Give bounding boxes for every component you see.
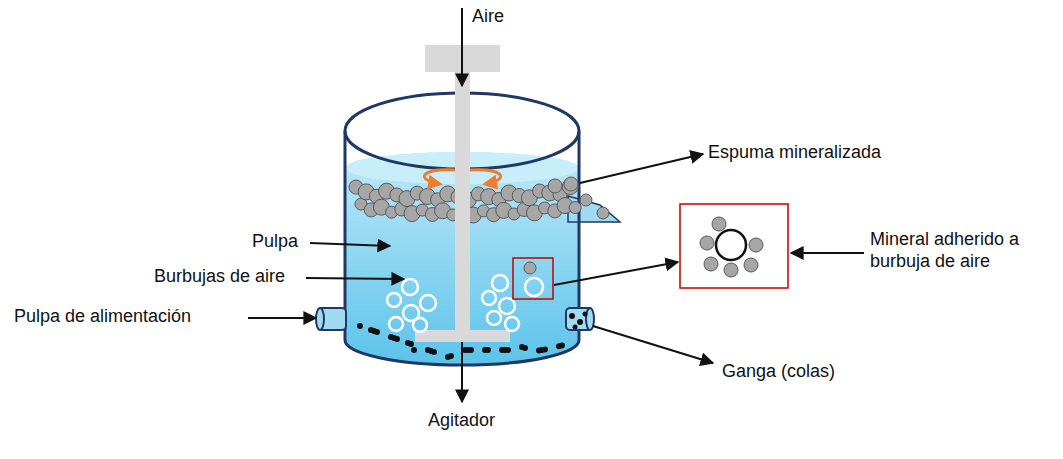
air-bubbles	[387, 275, 543, 332]
part-label: Ganga (colas)	[722, 361, 835, 383]
rotation-arrow	[424, 170, 455, 184]
tail-particles	[569, 312, 588, 330]
part-label: Pulpa	[252, 231, 298, 253]
mineral-particle	[524, 262, 536, 274]
froth-lip	[568, 196, 620, 222]
leader-arrows	[248, 8, 864, 402]
part-label: Burbujas de aire	[154, 266, 285, 288]
froth-particles	[349, 177, 609, 223]
part-label: Pulpa de alimentación	[14, 306, 191, 328]
zoom-box	[513, 258, 553, 299]
part-label: Agitador	[428, 410, 495, 432]
adhered-particles	[700, 217, 763, 277]
impeller	[415, 330, 510, 342]
rotation-arrow	[470, 170, 501, 184]
feed-pipe-end	[316, 308, 324, 330]
shaft	[455, 72, 470, 334]
part-label: Mineral adherido a burbuja de aire	[870, 229, 1050, 272]
part-label: Espuma mineralizada	[708, 142, 881, 164]
air-bubble	[716, 230, 746, 260]
zoom-inset	[680, 204, 788, 288]
part-label: Aire	[472, 6, 504, 28]
